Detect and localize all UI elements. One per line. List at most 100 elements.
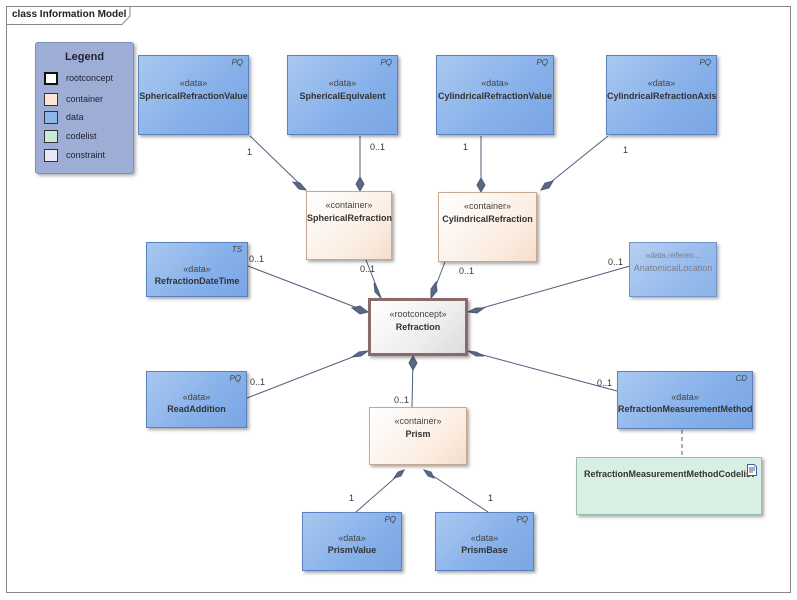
class-prism-value[interactable]: PQ «data» PrismValue [302, 512, 402, 571]
multiplicity-label: 1 [488, 493, 494, 503]
type-label: PQ [699, 58, 711, 67]
class-name: Refraction [395, 322, 441, 332]
link-ra-ref [246, 350, 369, 399]
diamond-ref-left [350, 305, 370, 315]
stereotype-label: «data» [338, 533, 366, 543]
multiplicity-label: 0..1 [394, 395, 410, 405]
type-label: PQ [229, 374, 241, 383]
class-name: SphericalEquivalent [299, 91, 386, 101]
legend-item-rootconcept: rootconcept [44, 72, 134, 86]
type-label: PQ [384, 515, 396, 524]
diamond-ref-top-left [373, 282, 382, 299]
class-refraction-measurement-method-codelist[interactable]: RefractionMeasurementMethodCodelist [576, 457, 762, 515]
class-refraction[interactable]: «rootconcept» Refraction [368, 298, 468, 356]
diamond-ref-bottom [408, 354, 418, 372]
type-label: PQ [380, 58, 392, 67]
class-name: Prism [405, 429, 431, 439]
legend-label: constraint [66, 150, 106, 160]
multiplicity-label: 1 [623, 145, 629, 155]
class-name: SphericalRefractionValue [139, 91, 248, 101]
stereotype-label: «data,referen... [645, 251, 701, 260]
type-label: CD [735, 374, 747, 383]
legend-label: container [66, 94, 104, 104]
legend-label: data [66, 112, 84, 122]
codelist-icon [747, 464, 757, 476]
class-refraction-date-time[interactable]: TS «data» RefractionDateTime [146, 242, 248, 297]
stereotype-label: «data» [328, 78, 357, 88]
diamond-ref-bottom-right [467, 350, 485, 357]
multiplicity-label: 0..1 [597, 378, 613, 388]
diamond-prism-bottom-right [422, 469, 435, 479]
multiplicity-label: 1 [463, 142, 469, 152]
legend-item-data: data [44, 111, 134, 125]
stereotype-label: «data» [481, 78, 509, 88]
class-cylindrical-refraction[interactable]: «container» CylindricalRefraction [438, 192, 537, 262]
class-name: RefractionDateTime [154, 276, 240, 286]
stereotype-label: «data» [182, 392, 211, 402]
stereotype-label: «rootconcept» [389, 309, 447, 319]
legend-item-codelist: codelist [44, 130, 134, 144]
class-cylindrical-refraction-axis[interactable]: PQ «data» CylindricalRefractionAxis [606, 55, 717, 135]
class-name: CylindricalRefractionAxis [607, 91, 717, 101]
class-name: RefractionMeasurementMethodCodelist [583, 469, 755, 479]
stereotype-label: «data» [183, 264, 211, 274]
class-prism-base[interactable]: PQ «data» PrismBase [435, 512, 534, 571]
legend-swatch-rootconcept [44, 72, 58, 85]
class-spherical-refraction-value[interactable]: PQ «data» SphericalRefractionValue [138, 55, 249, 135]
legend-swatch-data [44, 111, 58, 124]
class-anatomical-location[interactable]: «data,referen... AnatomicalLocation [629, 242, 717, 297]
class-name: CylindricalRefractionValue [437, 91, 553, 101]
diamond-cr-top [476, 176, 486, 194]
diamond-ref-bottom-left [350, 350, 370, 358]
legend-swatch-container [44, 93, 58, 106]
class-spherical-equivalent[interactable]: PQ «data» SphericalEquivalent [287, 55, 398, 135]
legend: Legend rootconcept container data codeli… [35, 42, 134, 174]
multiplicity-label: 1 [349, 493, 355, 503]
diamond-sr-left [291, 181, 308, 191]
type-label: PQ [536, 58, 548, 67]
link-srv-sr [249, 135, 307, 191]
link-rmm-ref [467, 350, 618, 392]
legend-label: codelist [66, 131, 97, 141]
diamond-cr-right [539, 180, 555, 191]
legend-item-constraint: constraint [44, 149, 134, 163]
diagram-frame [6, 6, 791, 593]
diamond-ref-right [466, 307, 486, 314]
diamond-prism-bottom-left [392, 469, 405, 479]
legend-swatch-codelist [44, 130, 58, 143]
legend-swatch-constraint [44, 149, 58, 162]
class-read-addition[interactable]: PQ «data» ReadAddition [146, 371, 247, 428]
class-name: RefractionMeasurementMethod [618, 404, 753, 414]
class-prism[interactable]: «container» Prism [369, 407, 467, 465]
class-cylindrical-refraction-value[interactable]: PQ «data» CylindricalRefractionValue [436, 55, 554, 135]
stereotype-label: «container» [463, 201, 512, 211]
type-label: PQ [231, 58, 243, 67]
link-al-ref [467, 265, 631, 313]
multiplicity-label: 0..1 [608, 257, 624, 267]
class-name: PrismBase [461, 545, 508, 555]
multiplicity-label: 0..1 [249, 254, 265, 264]
class-name: PrismValue [327, 545, 377, 555]
class-name: CylindricalRefraction [442, 214, 533, 224]
stereotype-label: «data» [647, 78, 676, 88]
stereotype-label: «container» [325, 200, 373, 210]
legend-label: rootconcept [66, 73, 114, 83]
diamond-ref-top-right [430, 280, 438, 300]
stereotype-label: «container» [394, 416, 442, 426]
stereotype-label: «data» [470, 533, 499, 543]
class-refraction-measurement-method[interactable]: CD «data» RefractionMeasurementMethod [617, 371, 753, 429]
multiplicity-label: 0..1 [360, 264, 376, 274]
type-label: TS [231, 245, 242, 254]
multiplicity-label: 0..1 [250, 377, 266, 387]
class-spherical-refraction[interactable]: «container» SphericalRefraction [306, 191, 392, 260]
stereotype-label: «data» [179, 78, 208, 88]
link-rdt-ref [247, 265, 369, 313]
frame-title: class Information Model [12, 9, 127, 20]
legend-item-container: container [44, 93, 134, 107]
multiplicity-label: 0..1 [459, 266, 475, 276]
link-pb-prism [423, 469, 489, 513]
class-name: AnatomicalLocation [633, 263, 713, 273]
legend-title: Legend [64, 51, 105, 63]
stereotype-label: «data» [671, 392, 699, 402]
type-label: PQ [516, 515, 528, 524]
